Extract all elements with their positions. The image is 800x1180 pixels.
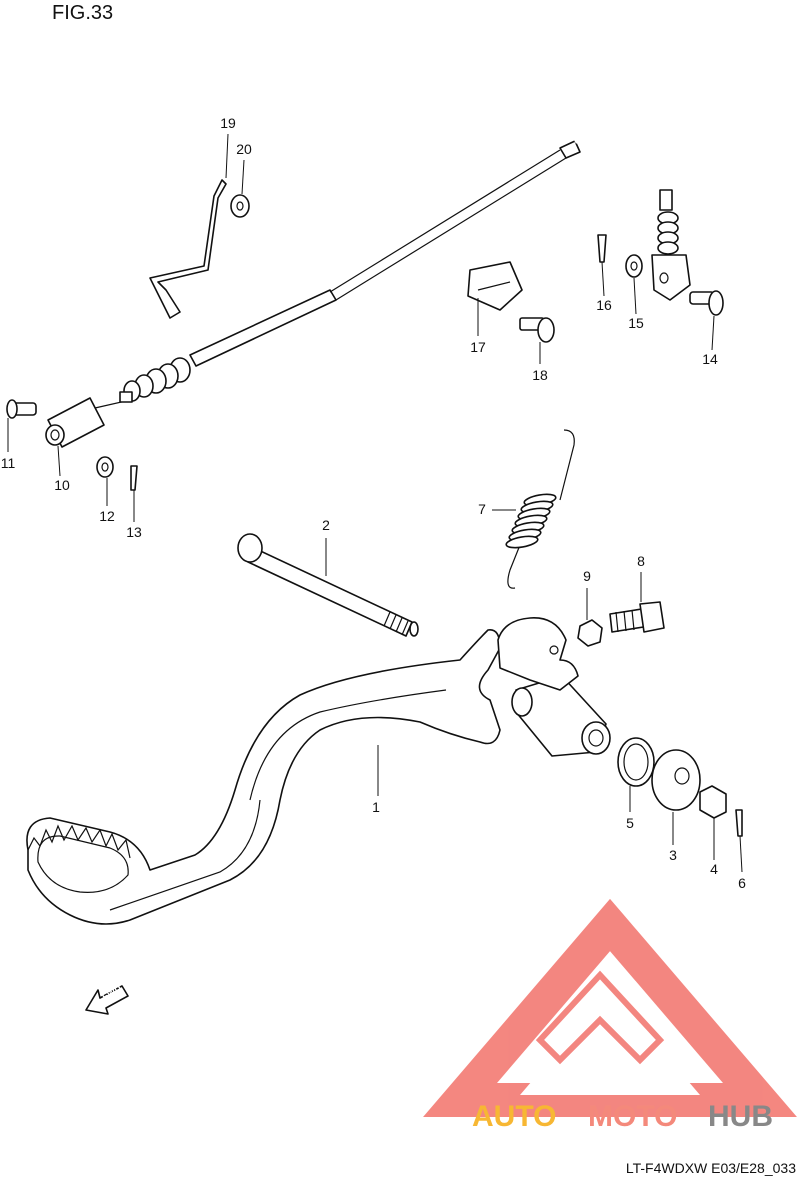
watermark-text-auto: AUTO [472, 1100, 556, 1133]
callout-4: 4 [710, 861, 718, 877]
part-20-washer [230, 194, 250, 218]
callout-17: 17 [470, 339, 486, 355]
callout-6: 6 [738, 875, 746, 891]
callout-13: 13 [126, 524, 142, 540]
callout-14: 14 [702, 351, 718, 367]
part-9-nut [577, 619, 603, 647]
callout-leader-16 [601, 261, 605, 297]
callout-3: 3 [669, 847, 677, 863]
part-10-joint [45, 397, 105, 448]
part-6-cotter-pin [735, 809, 743, 837]
watermark-text-hub: HUB [708, 1100, 773, 1133]
part-14-pin [689, 290, 724, 316]
figure-code: LT-F4WDXW E03/E28_033 [625, 1160, 796, 1176]
figure-title: FIG.33 [52, 2, 114, 24]
part-13-cotter-pin [130, 465, 138, 491]
watermark-text-moto: MOTO [588, 1100, 677, 1133]
callout-19: 19 [220, 115, 236, 131]
part-17-clamp [467, 261, 523, 311]
fwd-arrow: FWD [85, 983, 129, 1015]
watermark-logo [423, 898, 797, 1117]
upper-clevis [651, 254, 691, 301]
callout-16: 16 [596, 297, 612, 313]
part-18-bolt [519, 317, 555, 343]
part-7-spring [505, 429, 575, 589]
part-12-washer [96, 456, 114, 478]
part-11-pin [6, 399, 37, 419]
watermark-m-shape [535, 970, 665, 1065]
callout-12: 12 [99, 508, 115, 524]
callout-1: 1 [372, 799, 380, 815]
spring-coil [505, 535, 539, 549]
part-1-brake-pedal [26, 617, 611, 925]
part-4-nut [699, 785, 727, 819]
brake-cable [94, 121, 679, 409]
callout-leader-15 [633, 277, 637, 315]
part-2-long-bolt [237, 533, 419, 637]
callout-5: 5 [626, 815, 634, 831]
callout-leader-6 [739, 835, 743, 873]
part-3-washer [651, 749, 701, 811]
part-16-cotter-pin [597, 234, 607, 263]
watermark-triangle [423, 898, 797, 1117]
cable-boot-lower [119, 357, 191, 403]
callout-leader-10 [57, 445, 61, 477]
callout-20: 20 [236, 141, 252, 157]
callout-leader-19 [225, 133, 229, 179]
callout-18: 18 [532, 367, 548, 383]
callout-8: 8 [637, 553, 645, 569]
callout-leader-14 [711, 315, 715, 351]
callout-leader-20 [241, 159, 245, 195]
part-8-bolt [609, 601, 665, 633]
callout-10: 10 [54, 477, 70, 493]
callout-11: 11 [1, 455, 16, 471]
watermark-inner [520, 990, 700, 1095]
callout-2: 2 [322, 517, 330, 533]
cable-boot-upper [657, 189, 679, 255]
callout-15: 15 [628, 315, 644, 331]
callout-7: 7 [478, 501, 486, 517]
part-19-rod [149, 179, 227, 319]
callout-9: 9 [583, 568, 591, 584]
part-5-ring [617, 737, 655, 787]
part-15-washer [625, 254, 643, 278]
